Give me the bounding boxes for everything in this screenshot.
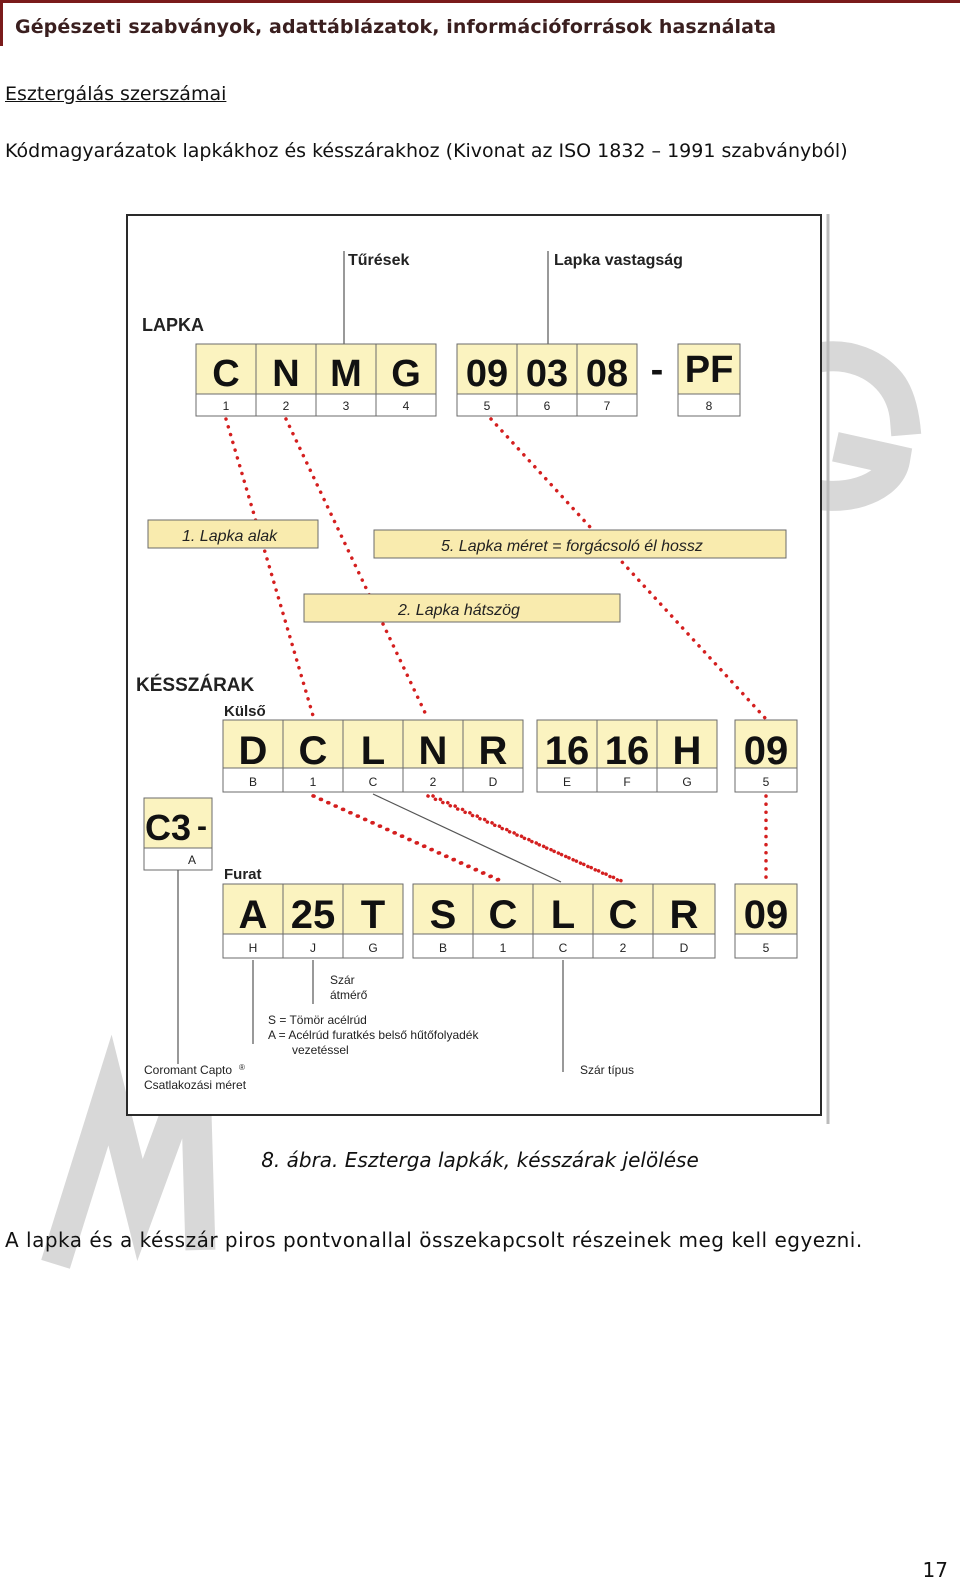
label-box-lapka-meret [373, 529, 787, 559]
bore-key-4: B [439, 941, 447, 955]
figure-iso-code-chart: Tűrések Lapka vastagság LAPKA C N M G 09… [126, 214, 832, 1126]
bore-key-3: G [368, 941, 377, 955]
insert-num-2: 2 [283, 399, 290, 413]
ext-code-6: 16 [545, 729, 590, 773]
bore-code-6: L [551, 893, 575, 937]
bore-key-2: J [310, 941, 316, 955]
ext-key-2: 1 [310, 775, 317, 789]
label-lapka-alak: 1. Lapka alak [182, 528, 278, 545]
ext-key-6: E [563, 775, 571, 789]
ext-key-7: F [623, 775, 630, 789]
ext-code-3: L [361, 729, 385, 773]
label-atmero: átmérő [330, 988, 368, 1002]
label-coromant-2: Csatlakozási méret [144, 1078, 247, 1092]
ext-code-2: C [299, 729, 328, 773]
external-holder-row: D C L N R 16 16 H 09 B 1 C 2 D E F G 5 [222, 719, 798, 793]
label-lapka-vastagsag: Lapka vastagság [554, 252, 683, 269]
label-box-lapka-hatszog [303, 593, 621, 623]
insert-num-7: 7 [604, 399, 611, 413]
insert-code-1: C [212, 353, 239, 395]
bore-key-8: D [680, 941, 689, 955]
ext-key-9: 5 [763, 775, 770, 789]
insert-code-5: 09 [466, 353, 508, 395]
insert-code-row: C N M G 09 03 08 PF - 1 2 3 4 5 6 7 8 [195, 343, 741, 417]
insert-num-5: 5 [484, 399, 491, 413]
bore-key-7: 2 [620, 941, 627, 955]
label-szar: Szár [330, 973, 355, 987]
bore-key-1: H [249, 941, 258, 955]
c3-key: A [188, 853, 196, 867]
note-a2: vezetéssel [292, 1043, 349, 1057]
intro-text: Kódmagyarázatok lapkákhoz és késszárakho… [5, 140, 848, 162]
body-text: A lapka és a késszár piros pontvonallal … [5, 1228, 863, 1252]
bore-code-7: C [609, 893, 638, 937]
c3-code: C3 [145, 807, 191, 848]
header-left-rule [0, 0, 3, 46]
insert-dash: - [651, 349, 664, 391]
ext-code-7: 16 [605, 729, 650, 773]
section-title: Esztergálás szerszámai [5, 83, 227, 105]
insert-code-6: 03 [526, 353, 568, 395]
note-a1: A = Acélrúd furatkés belső hűtőfolyadék [268, 1028, 479, 1042]
figure-caption: 8. ábra. Eszterga lapkák, késszárak jelö… [261, 1148, 699, 1172]
label-lapka-hatszog: 2. Lapka hátszög [397, 602, 520, 619]
header-title: Gépészeti szabványok, adattáblázatok, in… [15, 16, 777, 38]
label-box-lapka-alak [147, 519, 319, 549]
insert-num-4: 4 [403, 399, 410, 413]
label-lapka: LAPKA [142, 315, 204, 335]
ext-key-4: 2 [430, 775, 437, 789]
ext-code-9: 09 [744, 729, 789, 773]
bore-key-5: 1 [500, 941, 507, 955]
page-header: Gépészeti szabványok, adattáblázatok, in… [0, 0, 960, 46]
bore-code-1: A [239, 893, 268, 937]
ext-code-4: N [419, 729, 448, 773]
insert-code-2: N [272, 353, 299, 395]
bore-key-9: 5 [763, 941, 770, 955]
bore-code-2: 25 [291, 893, 336, 937]
insert-num-1: 1 [223, 399, 230, 413]
bore-code-3: T [361, 893, 385, 937]
label-kulso: Külső [224, 703, 266, 720]
bore-holder-row: A 25 T S C L C R 09 H J G B 1 C 2 D 5 [222, 883, 798, 959]
insert-num-3: 3 [343, 399, 350, 413]
ext-key-8: G [682, 775, 691, 789]
bore-key-6: C [559, 941, 568, 955]
ext-key-5: D [489, 775, 498, 789]
insert-code-8: PF [685, 349, 734, 391]
label-keszszarak: KÉSSZÁRAK [136, 674, 255, 696]
ext-code-5: R [479, 729, 508, 773]
bore-code-4: S [430, 893, 457, 937]
label-szar-tipus: Szár típus [580, 1063, 634, 1077]
ext-key-1: B [249, 775, 257, 789]
label-coromant-1: Coromant Capto [144, 1063, 232, 1077]
bore-code-8: R [670, 893, 699, 937]
ext-code-1: D [239, 729, 268, 773]
label-lapka-meret: 5. Lapka méret = forgácsoló él hossz [441, 538, 703, 555]
page-number: 17 [922, 1558, 948, 1582]
bore-code-9: 09 [744, 893, 789, 937]
insert-code-4: G [391, 353, 421, 395]
note-s: S = Tömör acélrúd [268, 1013, 367, 1027]
ext-key-3: C [369, 775, 378, 789]
header-rule [0, 0, 960, 3]
insert-code-7: 08 [586, 353, 628, 395]
label-turesek: Tűrések [348, 252, 409, 269]
insert-num-6: 6 [544, 399, 551, 413]
insert-code-3: M [330, 353, 362, 395]
bore-code-5: C [489, 893, 518, 937]
c3-dash: - [197, 810, 207, 843]
c3-box: C3 - A [143, 797, 213, 871]
insert-num-8: 8 [706, 399, 713, 413]
coromant-mark: ® [239, 1063, 245, 1072]
ext-code-8: H [673, 729, 702, 773]
label-furat: Furat [224, 866, 262, 883]
